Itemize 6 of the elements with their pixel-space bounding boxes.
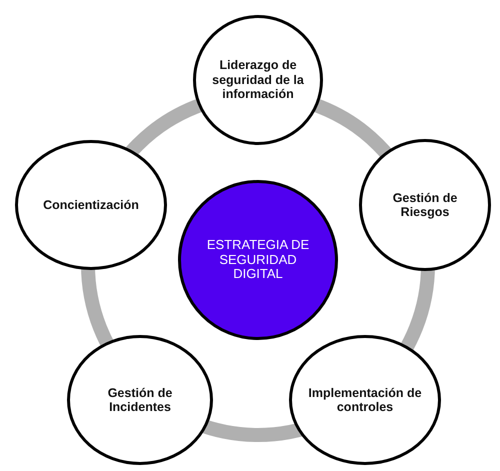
circle-label: Gestión de Incidentes [106, 386, 174, 414]
circle-label: Concientización [43, 198, 139, 212]
circle-label: Gestión de Riesgos [392, 190, 458, 220]
circle-label: Liderazgo de seguridad de la información [211, 58, 305, 102]
circle-label: ESTRATEGIA DE SEGURIDAD DIGITAL [206, 238, 310, 282]
circle-label: Implementación de controles [308, 386, 422, 414]
